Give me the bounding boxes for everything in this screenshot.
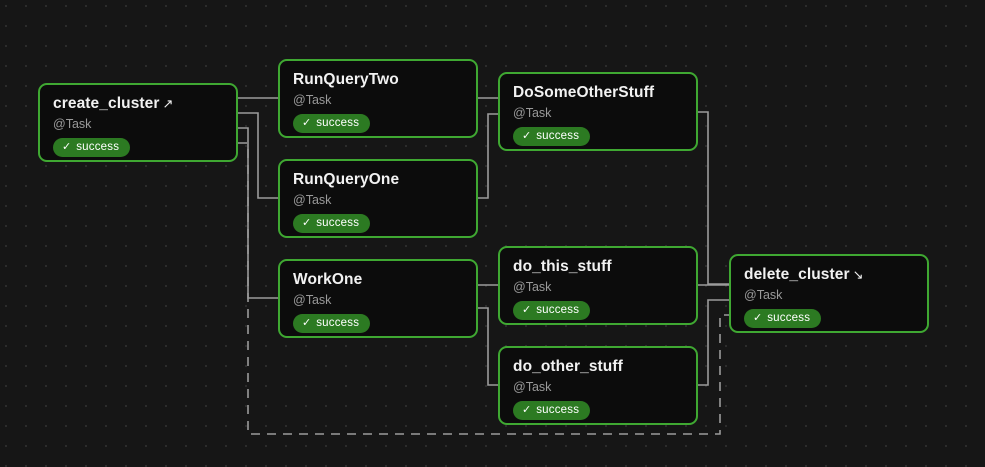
node-title-text: delete_cluster bbox=[744, 266, 850, 283]
status-badge: ✓ success bbox=[513, 301, 591, 320]
node-create_cluster[interactable]: create_cluster↗ @Task ✓ success bbox=[38, 83, 238, 162]
external-link-arrow-icon: ↘ bbox=[852, 267, 864, 282]
edge-dosomeotherstuff-to-delete-cluster bbox=[698, 111, 729, 285]
node-type-label: @Task bbox=[744, 288, 783, 302]
external-link-arrow-icon: ↗ bbox=[162, 96, 174, 111]
node-type-label: @Task bbox=[513, 380, 552, 394]
status-badge-label: success bbox=[316, 117, 360, 129]
node-title: WorkOne bbox=[293, 271, 463, 289]
node-DoSomeOtherStuff[interactable]: DoSomeOtherStuff @Task ✓ success bbox=[498, 72, 698, 151]
node-type-label: @Task bbox=[53, 117, 92, 131]
node-title: delete_cluster↘ bbox=[744, 266, 914, 284]
node-do_other_stuff[interactable]: do_other_stuff @Task ✓ success bbox=[498, 346, 698, 425]
node-type-label: @Task bbox=[513, 106, 552, 120]
node-title: RunQueryTwo bbox=[293, 71, 463, 89]
status-badge: ✓ success bbox=[53, 138, 131, 157]
check-icon: ✓ bbox=[302, 117, 312, 129]
node-title: RunQueryOne bbox=[293, 171, 463, 189]
check-icon: ✓ bbox=[522, 304, 532, 316]
edge-runqueryone-to-dosomeotherstuff bbox=[478, 113, 498, 199]
check-icon: ✓ bbox=[522, 404, 532, 416]
node-title-text: RunQueryTwo bbox=[293, 71, 399, 88]
node-delete_cluster[interactable]: delete_cluster↘ @Task ✓ success bbox=[729, 254, 929, 333]
node-title: create_cluster↗ bbox=[53, 95, 223, 113]
status-badge-label: success bbox=[76, 141, 120, 153]
node-title: do_other_stuff bbox=[513, 358, 683, 376]
status-badge-label: success bbox=[316, 217, 360, 229]
edge-create-cluster-to-workone bbox=[238, 127, 278, 299]
node-title-text: create_cluster bbox=[53, 95, 160, 112]
status-badge: ✓ success bbox=[293, 214, 371, 233]
status-badge-label: success bbox=[767, 312, 811, 324]
edge-workone-to-do-other-stuff bbox=[478, 307, 498, 386]
status-badge: ✓ success bbox=[293, 114, 371, 133]
node-title-text: do_this_stuff bbox=[513, 258, 612, 275]
node-type-label: @Task bbox=[293, 193, 332, 207]
check-icon: ✓ bbox=[302, 317, 312, 329]
status-badge: ✓ success bbox=[513, 127, 591, 146]
node-title-text: WorkOne bbox=[293, 271, 363, 288]
edge-create-cluster-to-runqueryone bbox=[238, 112, 278, 199]
status-badge-label: success bbox=[536, 404, 580, 416]
status-badge-label: success bbox=[316, 317, 360, 329]
node-type-label: @Task bbox=[293, 93, 332, 107]
status-badge: ✓ success bbox=[293, 314, 371, 333]
node-title-text: do_other_stuff bbox=[513, 358, 623, 375]
node-type-label: @Task bbox=[293, 293, 332, 307]
node-RunQueryTwo[interactable]: RunQueryTwo @Task ✓ success bbox=[278, 59, 478, 138]
check-icon: ✓ bbox=[753, 312, 763, 324]
status-badge-label: success bbox=[536, 304, 580, 316]
node-title-text: DoSomeOtherStuff bbox=[513, 84, 655, 101]
check-icon: ✓ bbox=[302, 217, 312, 229]
node-WorkOne[interactable]: WorkOne @Task ✓ success bbox=[278, 259, 478, 338]
status-badge: ✓ success bbox=[513, 401, 591, 420]
node-title: do_this_stuff bbox=[513, 258, 683, 276]
node-title-text: RunQueryOne bbox=[293, 171, 400, 188]
edge-do-other-stuff-to-delete-cluster bbox=[698, 299, 729, 386]
node-title: DoSomeOtherStuff bbox=[513, 84, 683, 102]
node-do_this_stuff[interactable]: do_this_stuff @Task ✓ success bbox=[498, 246, 698, 325]
node-type-label: @Task bbox=[513, 280, 552, 294]
node-RunQueryOne[interactable]: RunQueryOne @Task ✓ success bbox=[278, 159, 478, 238]
status-badge: ✓ success bbox=[744, 309, 822, 328]
status-badge-label: success bbox=[536, 130, 580, 142]
check-icon: ✓ bbox=[522, 130, 532, 142]
check-icon: ✓ bbox=[62, 141, 72, 153]
